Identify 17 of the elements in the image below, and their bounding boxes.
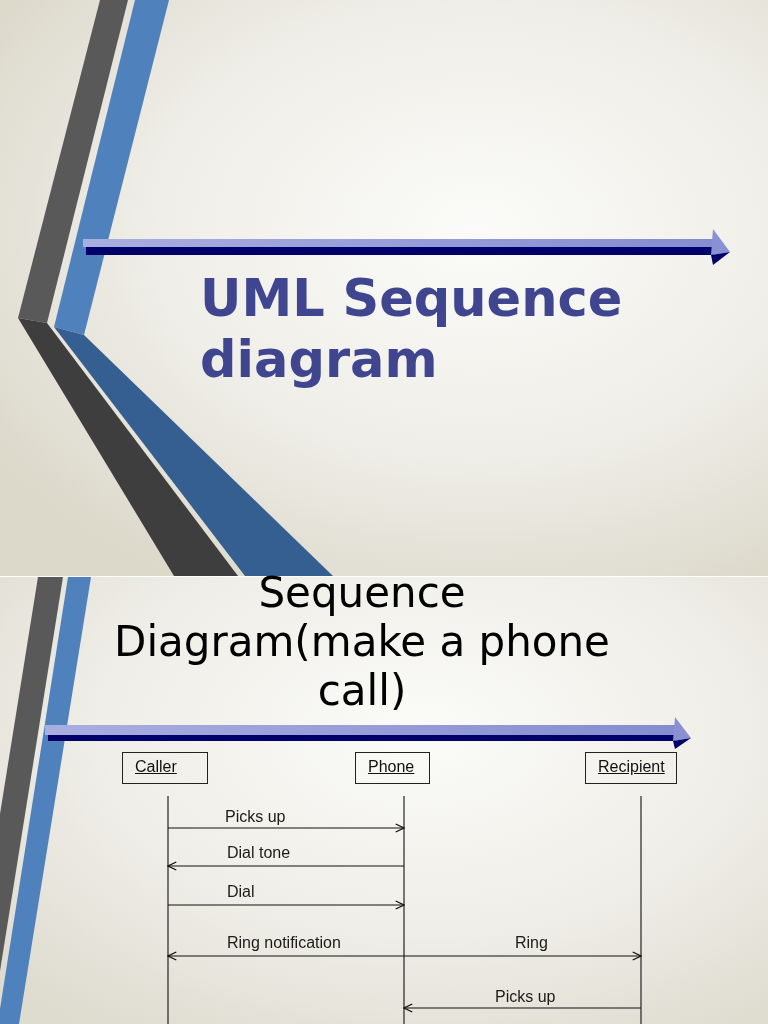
message-arrow [403, 1003, 642, 1013]
message-label: Dial tone [227, 844, 291, 862]
message-label: Ring [515, 934, 548, 952]
message-label: Ring notification [227, 934, 341, 952]
message-label: Dial [227, 883, 255, 901]
message-label: Picks up [495, 988, 556, 1006]
message-label: Picks up [225, 808, 286, 826]
participant-name: Caller [135, 758, 177, 776]
participant-name: Recipient [598, 758, 665, 776]
message-arrow [167, 951, 405, 961]
slide-title: UML Sequence diagram [200, 268, 624, 390]
message-arrow [167, 900, 405, 910]
message-arrow [167, 861, 405, 871]
slide-title: Sequence Diagram(make a phone call) [113, 568, 611, 715]
participant-name: Phone [368, 758, 415, 776]
message-arrow [167, 823, 405, 833]
message-arrow [403, 951, 642, 961]
